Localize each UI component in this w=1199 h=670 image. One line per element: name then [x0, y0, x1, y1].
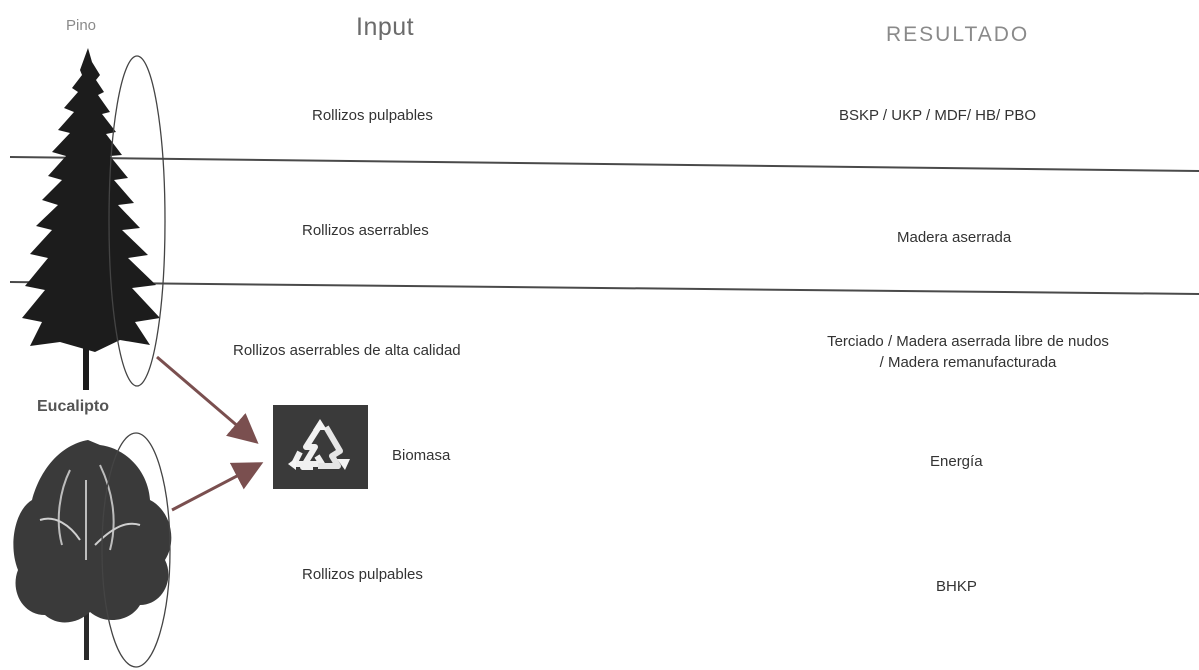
row-1-input: Rollizos pulpables: [312, 107, 433, 124]
row-5-result: BHKP: [936, 578, 977, 595]
result-column-header: RESULTADO: [886, 23, 1030, 46]
pine-tree-image: [22, 48, 160, 390]
eucalyptus-label: Eucalipto: [37, 398, 110, 415]
separator-line-1: [9, 156, 1199, 172]
row-2-input: Rollizos aserrables: [302, 222, 429, 239]
row-1-result: BSKP / UKP / MDF/ HB/ PBO: [839, 107, 1036, 124]
input-column-header: Input: [356, 13, 415, 41]
row-3-result-line-1: Terciado / Madera aserrada libre de nudo…: [827, 333, 1109, 350]
row-4-input: Biomasa: [392, 447, 451, 464]
row-2-result: Madera aserrada: [897, 229, 1012, 246]
row-5-input: Rollizos pulpables: [302, 566, 423, 583]
row-3-result-line-2: / Madera remanufacturada: [879, 354, 1057, 371]
pine-ellipse: [108, 55, 166, 387]
eucalyptus-ellipse: [101, 432, 171, 668]
pine-to-biomass-arrow: [156, 355, 259, 444]
recycle-icon: [273, 405, 368, 489]
separator-line-2: [9, 281, 1199, 295]
row-3-input: Rollizos aserrables de alta calidad: [233, 342, 461, 359]
eucalyptus-to-biomass-arrow: [171, 462, 264, 512]
pine-label: Pino: [66, 17, 97, 34]
row-4-result: Energía: [930, 453, 983, 470]
eucalyptus-tree-image: [13, 440, 172, 660]
